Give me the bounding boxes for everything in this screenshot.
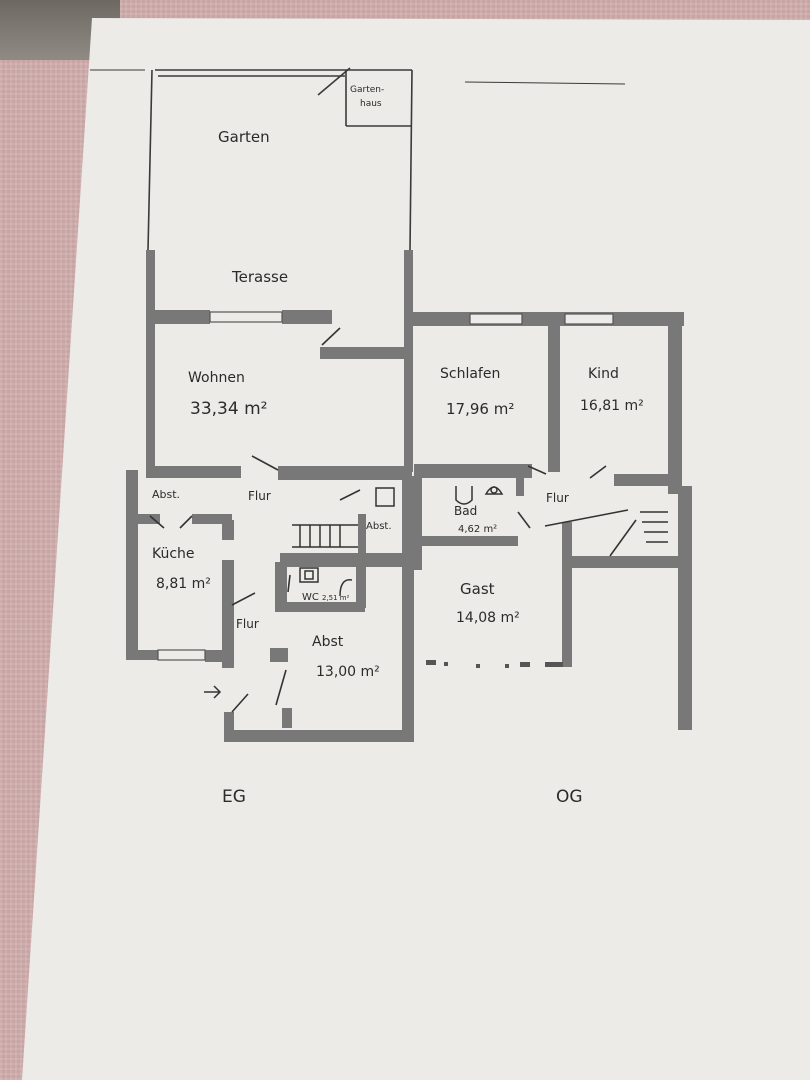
windows-eg [157,311,283,661]
label-kind: Kind [588,366,619,382]
label-schlafen: Schlafen [440,366,500,382]
label-wc: WC [302,592,319,603]
label-flur-og: Flur [546,491,569,505]
fixtures [299,486,504,597]
label-abst-eg-stairs: Abst. [366,521,392,532]
door-swings [149,327,637,713]
label-kueche-area: 8,81 m² [156,576,211,592]
label-abst-eg: Abst. [152,488,180,501]
label-kueche: Küche [152,546,195,562]
stairs-eg [292,514,366,554]
label-garten: Garten [218,128,270,146]
label-abst-big-area: 13,00 m² [316,664,380,680]
label-terrasse: Terasse [231,268,288,286]
walls-eg [126,250,414,742]
label-gartenhaus-2: haus [360,99,382,109]
entrance-arrow-icon [204,685,222,699]
label-gast-area: 14,08 m² [456,610,520,626]
label-wohnen: Wohnen [188,370,245,386]
og-dashed-opening [426,660,563,668]
label-schlafen-area: 17,96 m² [446,400,514,418]
label-abst-big: Abst [312,634,344,650]
label-wc-area: 2,51 m² [322,594,350,602]
label-gast: Gast [460,580,495,598]
label-flur-eg-top: Flur [248,489,271,503]
stairs-og [640,511,668,543]
label-wohnen-area: 33,34 m² [190,399,267,419]
windows-og [469,313,614,325]
label-og: OG [556,787,583,807]
garden-outline [90,67,626,251]
label-bad: Bad [454,504,477,518]
label-flur-eg-bottom: Flur [236,617,259,631]
label-bad-area: 4,62 m² [458,524,497,535]
label-eg: EG [222,787,246,807]
label-gartenhaus-1: Garten- [350,85,384,95]
label-kind-area: 16,81 m² [580,398,644,414]
